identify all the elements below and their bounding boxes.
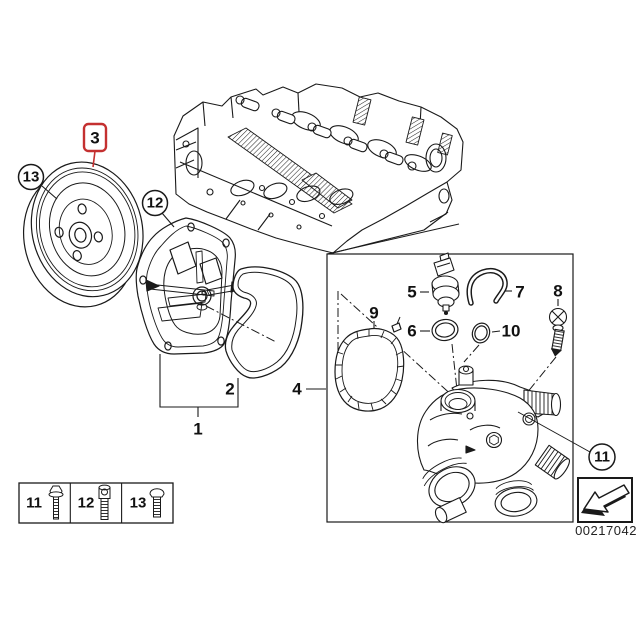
callout-4[interactable]: 4	[292, 380, 326, 399]
callout-13-label[interactable]: 13	[23, 169, 40, 186]
thermostat-assembly-box	[326, 253, 574, 523]
callout-3-highlighted[interactable]: 3	[82, 122, 108, 168]
callout-1-bracket	[159, 354, 239, 417]
plug-sensor-drawing	[548, 307, 568, 357]
callout-11-label[interactable]: 11	[594, 449, 610, 466]
legend-cell-11[interactable]: 11	[26, 485, 64, 520]
fastener-legend-table: 11 12 13	[18, 482, 174, 524]
socket-bolt-icon	[98, 484, 111, 520]
callout-10-label[interactable]: 10	[502, 322, 521, 341]
reuse-arrow-icon	[581, 484, 630, 516]
callout-11[interactable]: 11	[517, 411, 616, 471]
pulley-drawing	[22, 161, 144, 308]
callout-7[interactable]: 7	[505, 283, 525, 302]
legend-11-label[interactable]: 11	[26, 495, 42, 512]
callout-1-label[interactable]: 1	[193, 420, 202, 439]
callout-12[interactable]: 12	[141, 189, 175, 228]
o-ring-6-drawing	[431, 318, 459, 342]
legend-13-label[interactable]: 13	[130, 495, 147, 512]
retaining-clip-drawing	[466, 268, 508, 306]
callout-10[interactable]: 10	[491, 322, 521, 341]
callout-8-label[interactable]: 8	[553, 282, 562, 301]
callout-4-label[interactable]: 4	[292, 380, 302, 399]
pump-gasket-drawing	[224, 266, 304, 379]
callout-9[interactable]: 9	[369, 304, 379, 329]
callout-3-label[interactable]: 3	[90, 129, 99, 148]
assembly-axis-lines	[205, 291, 557, 400]
callout-2-label[interactable]: 2	[225, 380, 234, 399]
temperature-sensor-drawing	[431, 252, 460, 316]
flange-bolt-icon	[48, 485, 64, 520]
thermostat-housing-drawing	[416, 365, 571, 524]
box-to-head-leader	[326, 223, 460, 255]
diagram-part-number: 00217042	[575, 523, 637, 538]
o-ring-10-drawing	[471, 322, 491, 344]
callout-6[interactable]: 6	[407, 322, 430, 341]
callout-13[interactable]: 13	[17, 163, 58, 200]
callout-5[interactable]: 5	[407, 283, 429, 302]
footer-stamp: 00217042	[575, 477, 637, 538]
legend-cell-12[interactable]: 12	[78, 484, 111, 520]
cylinder-head-drawing	[173, 83, 464, 254]
callout-12-label[interactable]: 12	[147, 195, 164, 212]
dome-bolt-icon	[149, 488, 165, 518]
callout-7-label[interactable]: 7	[515, 283, 524, 302]
callout-5-label[interactable]: 5	[407, 283, 416, 302]
legend-cell-13[interactable]: 13	[130, 488, 165, 518]
housing-gasket-drawing	[334, 316, 405, 412]
callout-6-label[interactable]: 6	[407, 322, 416, 341]
legend-12-label[interactable]: 12	[78, 495, 95, 512]
callout-8[interactable]: 8	[553, 282, 563, 307]
callout-9-label[interactable]: 9	[369, 304, 378, 323]
